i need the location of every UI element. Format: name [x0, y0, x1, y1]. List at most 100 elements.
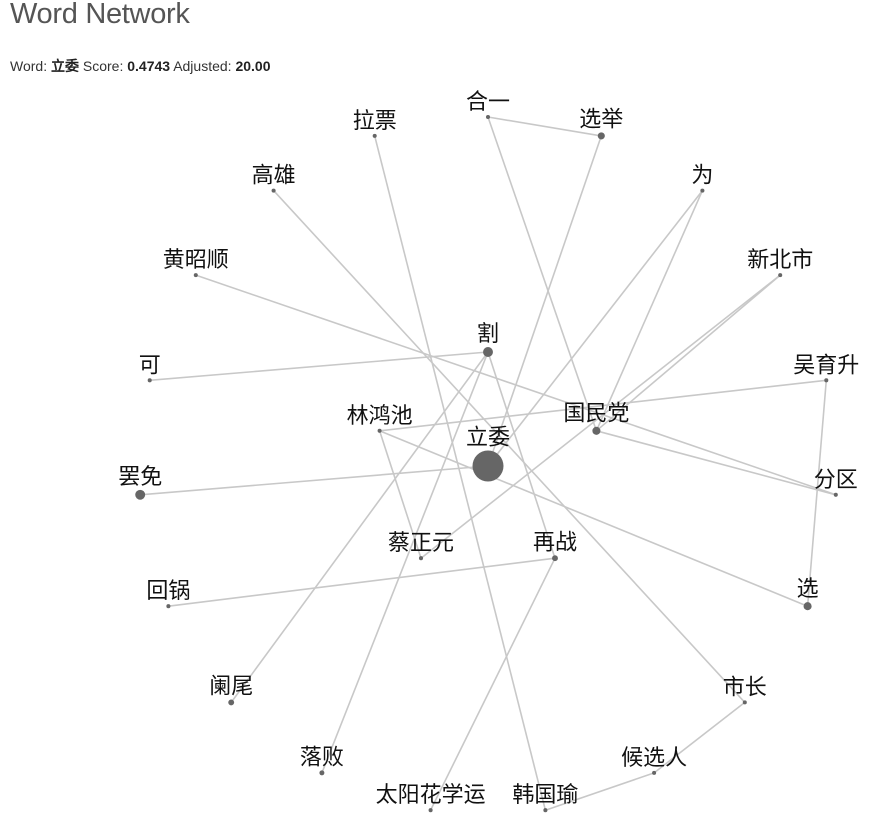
node-dot[interactable] [428, 808, 433, 813]
node-label[interactable]: 太阳花学运 [376, 783, 486, 808]
node-label[interactable]: 合一 [466, 90, 510, 115]
network-edge [487, 351, 556, 559]
network-node[interactable]: 可 [139, 353, 161, 383]
node-dot[interactable] [418, 556, 424, 561]
node-dot[interactable] [319, 770, 325, 776]
network-edge [595, 190, 704, 432]
node-dot[interactable] [742, 700, 747, 705]
network-node[interactable]: 再战 [533, 530, 577, 562]
node-dot[interactable] [824, 378, 829, 383]
node-dot[interactable] [135, 489, 146, 500]
network-node[interactable]: 选 [797, 577, 819, 611]
node-dot[interactable] [543, 808, 548, 813]
node-dot[interactable] [372, 133, 377, 138]
node-label[interactable]: 阑尾 [209, 674, 253, 699]
adjusted-value: 20.00 [235, 58, 271, 74]
network-node[interactable]: 罢免 [118, 465, 162, 500]
network-node[interactable]: 林鸿池 [347, 404, 413, 433]
network-edge [595, 274, 781, 432]
node-dot[interactable] [803, 602, 812, 611]
network-node[interactable]: 为 [691, 164, 713, 193]
network-node[interactable]: 高雄 [252, 164, 296, 193]
node-dot[interactable] [271, 188, 276, 193]
word-caption: Word: [10, 58, 48, 74]
network-edge [321, 351, 489, 774]
page-title: Word Network [10, 0, 190, 30]
node-dot[interactable] [485, 114, 491, 120]
node-label[interactable]: 落败 [300, 746, 344, 771]
network-edge [379, 430, 808, 607]
network-node[interactable]: 合一 [466, 90, 510, 120]
network-node[interactable]: 选举 [579, 107, 623, 140]
network-edge [149, 351, 489, 382]
node-label[interactable]: 拉票 [353, 109, 397, 134]
network-node[interactable]: 蔡正元 [388, 531, 454, 561]
network-edge [140, 465, 489, 496]
node-label[interactable]: 新北市 [747, 248, 813, 273]
network-node[interactable]: 候选人 [621, 746, 687, 775]
network-edge [487, 116, 602, 137]
node-label[interactable]: 分区 [814, 468, 858, 493]
node-dot[interactable] [483, 347, 493, 357]
network-node[interactable]: 黄昭顺 [163, 248, 229, 278]
network-edge [596, 430, 837, 496]
node-label[interactable]: 选举 [579, 107, 623, 132]
network-edge [379, 379, 827, 432]
node-dot[interactable] [700, 188, 705, 193]
network-edge [420, 274, 781, 559]
node-label[interactable]: 选 [797, 577, 819, 602]
node-label[interactable]: 可 [139, 353, 161, 378]
network-node[interactable]: 拉票 [353, 109, 397, 138]
network-node[interactable]: 割 [477, 322, 499, 357]
network-node[interactable]: 吴育升 [793, 353, 859, 383]
node-label[interactable]: 候选人 [621, 746, 687, 771]
node-dot[interactable] [592, 426, 601, 435]
word-info: Word: 立委 Score: 0.4743 Adjusted: 20.00 [10, 58, 271, 74]
network-edge [653, 701, 746, 774]
center-node[interactable]: 立委 [466, 426, 510, 482]
node-dot[interactable] [597, 132, 605, 140]
node-label[interactable]: 再战 [533, 530, 577, 555]
network-node[interactable]: 太阳花学运 [376, 783, 486, 813]
network-node[interactable]: 国民党 [563, 402, 629, 435]
node-label[interactable]: 国民党 [563, 402, 629, 427]
node-dot[interactable] [147, 378, 152, 383]
node-label[interactable]: 高雄 [252, 164, 296, 189]
node-label[interactable]: 吴育升 [793, 353, 859, 378]
node-dot[interactable] [228, 699, 235, 706]
node-dot[interactable] [652, 770, 657, 775]
network-node[interactable]: 韩国瑜 [512, 783, 578, 813]
network-node[interactable]: 落败 [300, 746, 344, 776]
node-label[interactable]: 韩国瑜 [512, 783, 578, 808]
node-dot[interactable] [193, 273, 198, 278]
node-label[interactable]: 黄昭顺 [163, 248, 229, 273]
network-node[interactable]: 回锅 [146, 579, 190, 609]
adjusted-caption: Adjusted: [173, 58, 232, 74]
node-dot[interactable] [166, 604, 171, 609]
network-node[interactable]: 新北市 [747, 248, 813, 278]
score-value: 0.4743 [127, 58, 171, 74]
node-label[interactable]: 市长 [723, 675, 767, 700]
node-label[interactable]: 罢免 [118, 465, 162, 490]
node-dot[interactable] [472, 450, 504, 482]
network-node[interactable]: 市长 [723, 675, 767, 705]
network-node[interactable]: 阑尾 [209, 674, 253, 706]
node-dot[interactable] [778, 273, 783, 278]
network-edge [378, 430, 422, 559]
node-label[interactable]: 回锅 [146, 579, 190, 604]
node-label[interactable]: 林鸿池 [347, 404, 413, 429]
node-label[interactable]: 蔡正元 [388, 531, 454, 556]
node-dot[interactable] [833, 492, 838, 497]
node-label[interactable]: 立委 [466, 426, 510, 451]
network-edge [806, 380, 828, 607]
current-word: 立委 [50, 58, 79, 74]
node-label[interactable]: 割 [477, 322, 499, 347]
score-caption: Score: [82, 58, 124, 74]
network-edge [545, 772, 655, 811]
network-node[interactable]: 分区 [814, 468, 858, 497]
network-edge [230, 351, 489, 703]
node-label[interactable]: 为 [691, 164, 713, 189]
node-dot[interactable] [377, 428, 382, 433]
node-dot[interactable] [552, 555, 558, 562]
